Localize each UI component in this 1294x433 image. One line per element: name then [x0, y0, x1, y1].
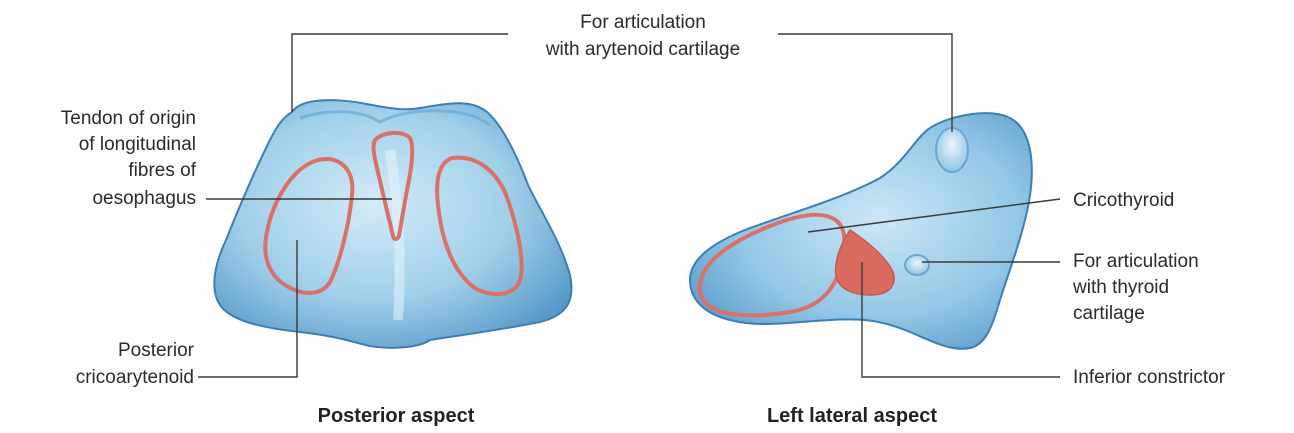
- leader-arytenoid-lateral: [778, 34, 952, 132]
- label-pca-line2: cricoarytenoid: [76, 367, 194, 388]
- thyroid-articular-facet: [905, 255, 929, 275]
- label-thyroid-line1: For articulation: [1073, 251, 1199, 272]
- caption-left-lateral-aspect: Left lateral aspect: [767, 405, 937, 427]
- label-pca-line1: Posterior: [118, 340, 195, 361]
- captions: Posterior aspect Left lateral aspect: [318, 405, 938, 427]
- label-tendon-line2: of longitudinal: [79, 134, 196, 155]
- posterior-aspect-figure: [214, 100, 571, 348]
- label-cricothyroid: Cricothyroid: [1073, 190, 1174, 211]
- label-tendon-line1: Tendon of origin: [61, 108, 196, 129]
- label-tendon-line3: fibres of: [128, 160, 196, 181]
- label-thyroid-line2: with thyroid: [1072, 277, 1169, 298]
- label-inferior-constrictor: Inferior constrictor: [1073, 367, 1226, 388]
- arytenoid-articular-facet: [936, 128, 968, 172]
- label-thyroid-line3: cartilage: [1073, 303, 1145, 324]
- label-arytenoid-line1: For articulation: [580, 12, 706, 33]
- caption-posterior-aspect: Posterior aspect: [318, 405, 475, 427]
- lateral-aspect-figure: [690, 113, 1032, 349]
- label-arytenoid-line2: with arytenoid cartilage: [545, 39, 740, 60]
- label-tendon-line4: oesophagus: [92, 188, 196, 209]
